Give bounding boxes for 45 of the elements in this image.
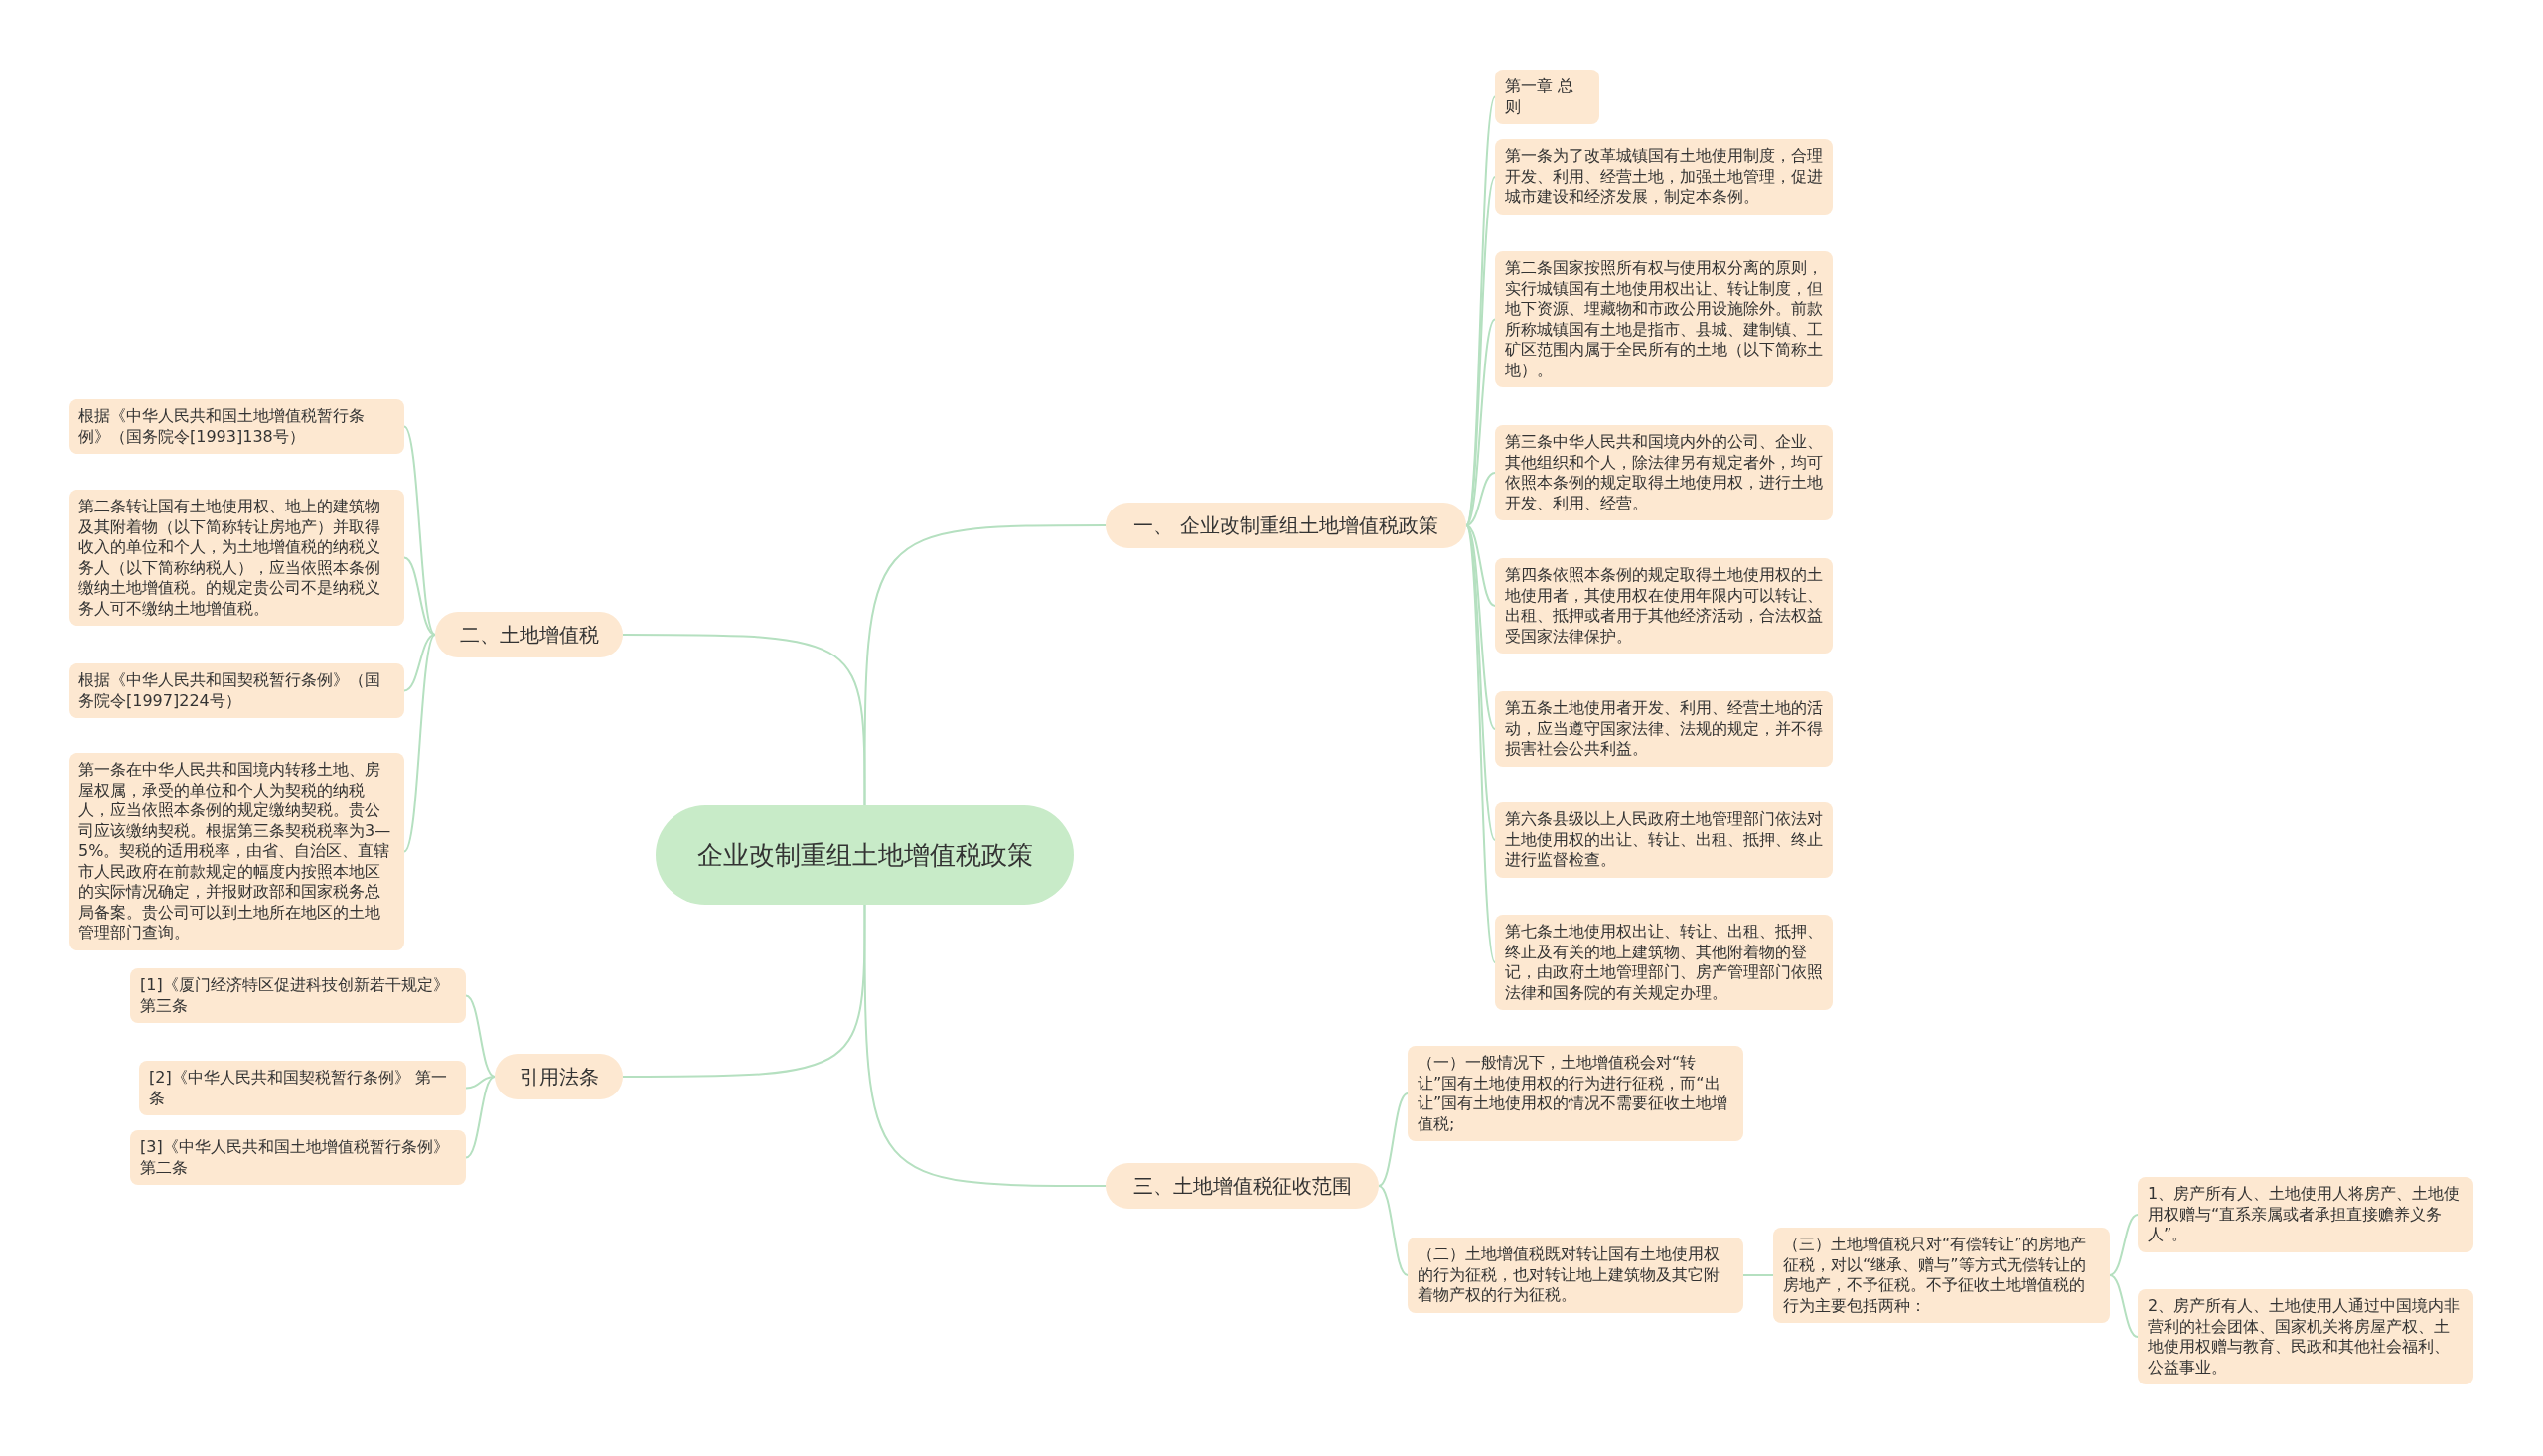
topic-box: [3]《中华人民共和国土地增值税暂行条例》第二条 (130, 1130, 466, 1185)
topic-box: 第七条土地使用权出让、转让、出租、抵押、终止及有关的地上建筑物、其他附着物的登记，由政府土地管理部门、房产管理部门依照法律和国务院的有关规定办理。 (1495, 915, 1833, 1010)
topic-box: 1、房产所有人、土地使用人将房产、土地使用权赠与“直系亲属或者承担直接赡养义务人”。 (2138, 1177, 2473, 1252)
connector-line (403, 425, 436, 636)
topic-box: [2]《中华人民共和国契税暂行条例》 第一条 (139, 1061, 466, 1115)
central-topic: 企业改制重组土地增值税政策 (656, 805, 1074, 905)
connector-line (1465, 524, 1496, 607)
topic-box: 第六条县级以上人民政府土地管理部门依法对土地使用权的出让、转让、出租、抵押、终止进行监督检查。 (1495, 802, 1833, 878)
connector-line (403, 634, 436, 692)
topic-box: 第一条在中华人民共和国境内转移土地、房屋权属，承受的单位和个人为契税的纳税人，应当依照本条例的规定缴纳契税。贵公司应该缴纳契税。根据第三条契税税率为3—5%。契税的适用税率，由省、自治区、直辖市人民政府在前款规定的幅度内按照本地区的实际情况确定，并报财政部和国家税务总局备案。贵公司可以到土地所在地区的土地管理部门查询。 (69, 753, 404, 950)
topic-box: 第五条土地使用者开发、利用、经营土地的活动，应当遵守国家法律、法规的规定，并不得损害社会公共利益。 (1495, 691, 1833, 767)
connector-line (403, 556, 436, 636)
connector-line (622, 904, 866, 1078)
topic-box: 第一章 总则 (1495, 70, 1599, 124)
connector-line (1378, 1185, 1409, 1276)
connector-line (403, 634, 436, 853)
connector-line (2109, 1214, 2139, 1276)
connector-line (1465, 524, 1496, 963)
topic-box: 第二条转让国有土地使用权、地上的建筑物及其附着物（以下简称转让房地产）并取得收入的单位和个人，为土地增值税的纳税义务人（以下简称纳税人），应当依照本条例缴纳土地增值税。的规定贵公司不是纳税义务人可不缴纳土地增值税。 (69, 490, 404, 626)
connector-line (465, 1076, 496, 1090)
connector-line (863, 524, 1107, 806)
branch-topic: 引用法条 (495, 1054, 623, 1099)
connector-line (465, 994, 496, 1078)
connector-line (863, 904, 1107, 1187)
topic-box: 2、房产所有人、土地使用人通过中国境内非营利的社会团体、国家机关将房屋产权、土地使用权赠与教育、民政和其他社会福利、公益事业。 (2138, 1289, 2473, 1384)
branch-topic: 一、 企业改制重组土地增值税政策 (1106, 503, 1466, 548)
topic-box: （一）一般情况下，土地增值税会对“转让”国有土地使用权的行为进行征税，而“出让”国有土地使用权的情况不需要征收土地增值税; (1408, 1046, 1743, 1141)
topic-box: 根据《中华人民共和国土地增值税暂行条例》（国务院令[1993]138号） (69, 399, 404, 454)
connector-line (1742, 1274, 1774, 1276)
branch-topic: 二、土地增值税 (435, 612, 623, 657)
connector-line (1465, 318, 1496, 526)
topic-box: （三）土地增值税只对“有偿转让”的房地产征税，对以“继承、赠与”等方式无偿转让的房地产，不予征税。不予征收土地增值税的行为主要包括两种： (1773, 1228, 2110, 1323)
topic-box: （二）土地增值税既对转让国有土地使用权的行为征税，也对转让地上建筑物及其它附着物产权的行为征税。 (1408, 1238, 1743, 1313)
topic-box: 第一条为了改革城镇国有土地使用制度，合理开发、利用、经营土地，加强土地管理，促进城市建设和经济发展，制定本条例。 (1495, 139, 1833, 215)
connector-line (2109, 1274, 2139, 1338)
connector-line (622, 634, 866, 806)
topic-box: [1]《厦门经济特区促进科技创新若干规定》第三条 (130, 968, 466, 1023)
connector-line (1378, 1092, 1409, 1187)
topic-box: 第二条国家按照所有权与使用权分离的原则，实行城镇国有土地使用权出让、转让制度，但地下资源、埋藏物和市政公用设施除外。前款所称城镇国有土地是指市、县城、建制镇、工矿区范围内属于全民所有的土地（以下简称土地）。 (1495, 251, 1833, 387)
topic-box: 第三条中华人民共和国境内外的公司、企业、其他组织和个人，除法律另有规定者外，均可依照本条例的规定取得土地使用权，进行土地开发、利用、经营。 (1495, 425, 1833, 520)
branch-topic: 三、土地增值税征收范围 (1106, 1163, 1379, 1209)
connector-line (465, 1076, 496, 1159)
connector-line (1465, 472, 1496, 526)
topic-box: 根据《中华人民共和国契税暂行条例》（国务院令[1997]224号） (69, 663, 404, 718)
topic-box: 第四条依照本条例的规定取得土地使用权的土地使用者，其使用权在使用年限内可以转让、出租、抵押或者用于其他经济活动，合法权益受国家法律保护。 (1495, 558, 1833, 654)
